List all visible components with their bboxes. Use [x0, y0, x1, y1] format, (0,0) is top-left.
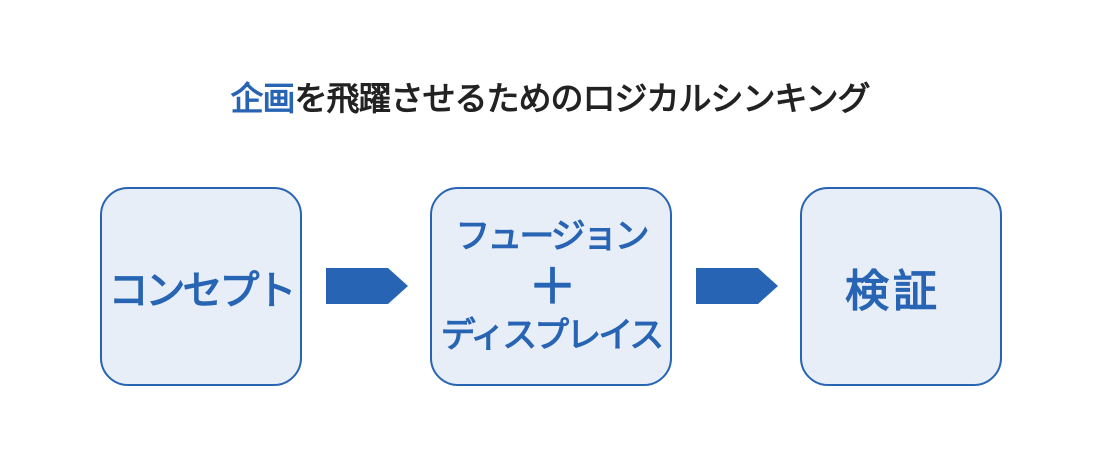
arrow-right-icon [696, 268, 778, 304]
step-fusion-label: フュージョン [455, 216, 649, 257]
step-concept-box: コンセプト [100, 187, 302, 386]
step-concept-label: コンセプト [108, 267, 297, 314]
step-verification-box: 検証 [800, 187, 1002, 386]
page-title: 企画を飛躍させるためのロジカルシンキング [0, 72, 1100, 120]
step-displace-label: ディスプレイス [440, 315, 665, 356]
step-fusion-displace-box: フュージョン ＋ ディスプレイス [430, 187, 672, 386]
plus-icon: ＋ [528, 258, 576, 315]
step-verification-label: 検証 [845, 265, 941, 317]
arrow-right-icon [326, 268, 408, 304]
title-accent: 企画 [230, 79, 295, 118]
title-rest: を飛躍させるためのロジカルシンキング [294, 79, 870, 118]
